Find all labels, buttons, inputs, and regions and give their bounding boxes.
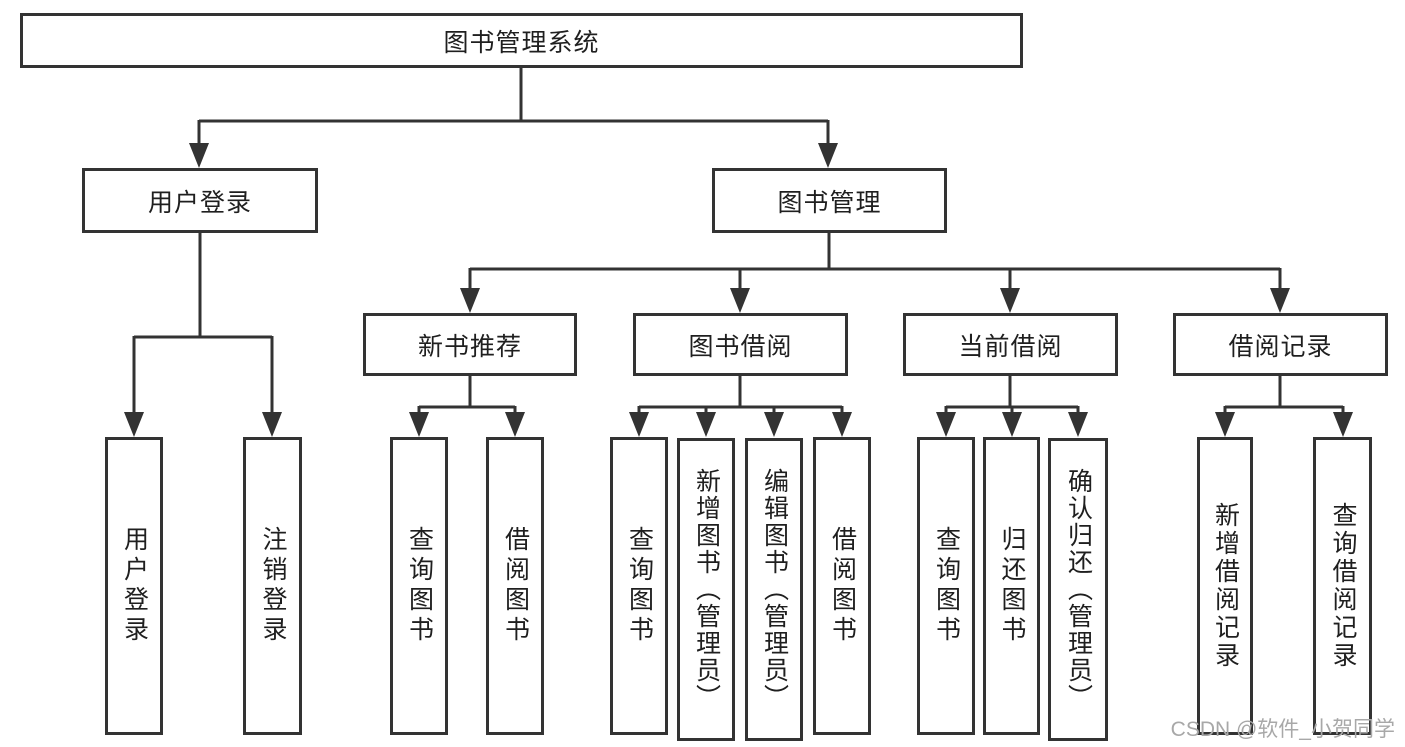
node-current-borrowing: 当前借阅 [903, 313, 1118, 376]
node-borrowing-records: 借阅记录 [1173, 313, 1388, 376]
arrowhead-icon [1068, 412, 1088, 437]
node-logout: 注销登录 [243, 437, 302, 735]
arrowhead-icon [1002, 412, 1022, 437]
node-return-books: 归还图书 [983, 437, 1040, 735]
arrowhead-icon [936, 412, 956, 437]
node-book-management: 图书管理 [712, 168, 947, 233]
node-borrow-books-borrowing: 借阅图书 [813, 437, 871, 735]
arrowhead-icon [764, 412, 784, 437]
arrowhead-icon [189, 143, 209, 168]
arrowhead-icon [1333, 412, 1353, 437]
arrowhead-icon [832, 412, 852, 437]
node-book-borrowing: 图书借阅 [633, 313, 848, 376]
node-user-login: 用户登录 [82, 168, 318, 233]
arrowhead-icon [1000, 288, 1020, 313]
node-query-books-borrowing: 查询图书 [610, 437, 668, 735]
node-query-books-recommend: 查询图书 [390, 437, 448, 735]
arrowhead-icon [818, 143, 838, 168]
arrowhead-icon [1270, 288, 1290, 313]
node-query-books-current: 查询图书 [917, 437, 975, 735]
arrowhead-icon [262, 412, 282, 437]
node-book-management-system: 图书管理系统 [20, 13, 1023, 68]
node-add-book-admin: 新增图书（管理员） [677, 438, 735, 741]
arrowhead-icon [460, 288, 480, 313]
node-query-borrow-record: 查询借阅记录 [1313, 437, 1372, 735]
arrowhead-icon [629, 412, 649, 437]
arrowhead-icon [1215, 412, 1235, 437]
csdn-watermark: CSDN @软件_小贺同学 [1170, 718, 1395, 741]
arrowhead-icon [696, 412, 716, 437]
arrowhead-icon [505, 412, 525, 437]
arrowhead-icon [730, 288, 750, 313]
arrowhead-icon [409, 412, 429, 437]
node-edit-book-admin: 编辑图书（管理员） [745, 438, 803, 741]
node-user-login-leaf: 用户登录 [105, 437, 163, 735]
node-add-borrow-record: 新增借阅记录 [1197, 437, 1253, 735]
node-new-book-recommend: 新书推荐 [363, 313, 577, 376]
arrowhead-icon [124, 412, 144, 437]
node-borrow-books-recommend: 借阅图书 [486, 437, 544, 735]
node-confirm-return-admin: 确认归还（管理员） [1048, 438, 1108, 741]
